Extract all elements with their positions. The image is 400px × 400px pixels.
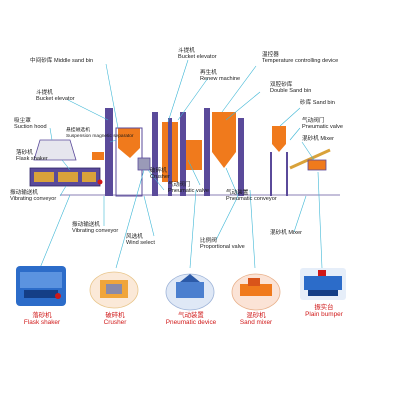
caption-pneumatic-device: 气动装置 Pneumatic device — [165, 312, 217, 327]
label-proportional-valve: 比例阀 Proportional valve — [200, 238, 245, 251]
caption-flask-shaker: 落砂机 Flask shaker — [23, 312, 61, 327]
label-temperature-device: 温控器 Temperature controlling device — [262, 52, 339, 65]
label-wind-select: 风选机 Wind select — [126, 234, 155, 247]
mixer-machine — [307, 159, 327, 171]
suction-hood-shape — [33, 139, 77, 161]
photo-crusher — [89, 271, 139, 309]
inclined-conveyor — [289, 148, 331, 170]
label-bucket-elevator-left: 斗提机 Bucket elevator — [36, 90, 75, 103]
label-renew-machine: 再生机 Renew machine — [200, 70, 241, 83]
label-bucket-elevator-top: 斗提机 Bucket elevator — [178, 48, 217, 61]
label-pneumatic-conveyor: 气动装置 Pneumatic conveyor — [226, 190, 277, 203]
label-vibrating-conveyor-2: 振动输送机 Vibrating conveyor — [72, 222, 119, 235]
label-pneumatic-valve-mid: 气动阀门 Pneumatic valve — [168, 182, 210, 195]
caption-plain-bumper: 振实台 Plain bumper — [305, 304, 343, 319]
photo-flask-shaker — [16, 266, 66, 306]
label-suction-hood: 吸尘罩 Suction hood — [14, 118, 47, 131]
photo-pneumatic-device — [165, 273, 215, 311]
label-pneumatic-valve-right: 气动阀门 Pneumatic valve — [302, 118, 344, 131]
label-double-sand-bin: 双腔砂库 Double Sand bin — [270, 82, 312, 95]
leader-lines — [39, 59, 323, 269]
label-flask-shaker: 落砂机 Flask shaker — [16, 150, 48, 163]
photo-plain-bumper — [300, 268, 346, 300]
label-sand-mixer-mid: 混砂机 Mixer — [270, 230, 303, 236]
right-sand-bin — [270, 126, 288, 196]
label-crusher: 破碎机 Crusher — [150, 168, 170, 181]
renew-machine-towers — [152, 112, 202, 196]
label-suspension-magnet: 悬挂磁选机 Suspension magnetic separator — [66, 128, 134, 139]
middle-sand-bin-tower — [105, 108, 143, 197]
label-mixer-top: 混砂机 Mixer — [302, 136, 335, 142]
label-middle-sand-bin: 中间砂库 Middle sand bin — [30, 58, 94, 64]
suspension-magnetic-separator — [92, 152, 104, 160]
label-vibrating-conveyor-1: 振动输送机 Vibrating conveyor — [10, 190, 57, 203]
caption-sand-mixer: 混砂机 Sand mixer — [239, 312, 273, 327]
crusher-machine — [137, 157, 151, 171]
photo-sand-mixer — [231, 273, 281, 311]
double-sand-bin-tower — [204, 108, 244, 196]
label-sand-bin: 砂库 Sand bin — [300, 100, 335, 106]
flask-shaker-machine — [29, 167, 103, 187]
caption-crusher: 破碎机 Crusher — [103, 312, 127, 327]
